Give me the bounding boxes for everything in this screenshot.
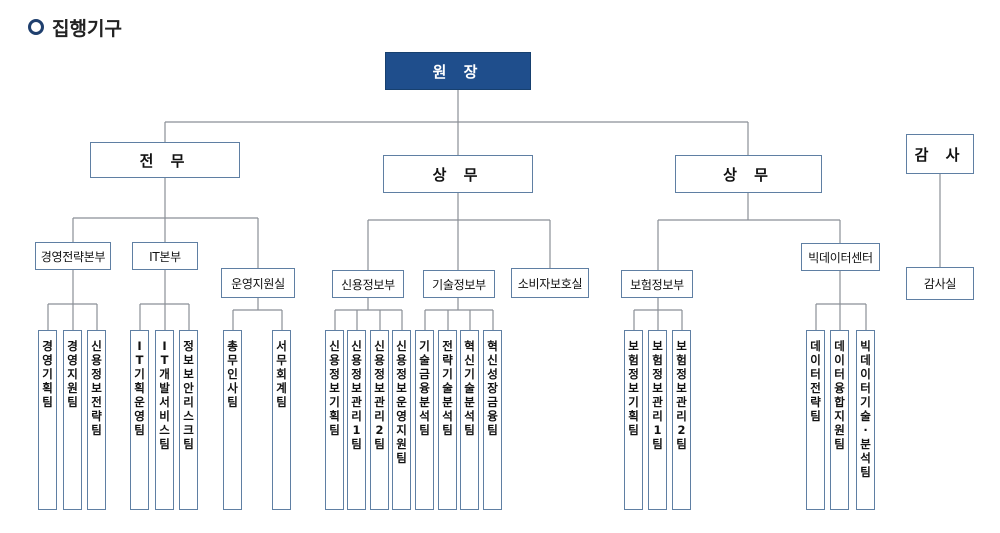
dept-operations: 운영지원실 xyxy=(221,268,295,298)
team-it-2: I T 개 발 서 비 스 팀 xyxy=(155,330,174,510)
team-tech-info-1: 기 술 금 융 분 석 팀 xyxy=(415,330,434,510)
team-operations-2: 서 무 회 계 팀 xyxy=(272,330,291,510)
dept-insurance-info: 보험정보부 xyxy=(621,270,693,298)
team-it-1: I T 기 획 운 영 팀 xyxy=(130,330,149,510)
dept-consumer-protection: 소비자보호실 xyxy=(511,268,589,298)
team-insurance-info-1: 보 험 정 보 기 획 팀 xyxy=(624,330,643,510)
circle-bullet-icon xyxy=(28,19,44,35)
team-credit-info-1: 신 용 정 보 기 획 팀 xyxy=(325,330,344,510)
team-tech-info-4: 혁 신 성 장 금 융 팀 xyxy=(483,330,502,510)
dept-it: IT본부 xyxy=(132,242,198,270)
team-bigdata-1: 데 이 터 전 략 팀 xyxy=(806,330,825,510)
team-operations-1: 총 무 인 사 팀 xyxy=(223,330,242,510)
team-strategy-1: 경 영 기 획 팀 xyxy=(38,330,57,510)
team-tech-info-3: 혁 신 기 술 분 석 팀 xyxy=(460,330,479,510)
section-title: 집행기구 xyxy=(52,17,122,40)
team-strategy-2: 경 영 지 원 팀 xyxy=(63,330,82,510)
team-credit-info-3: 신 용 정 보 관 리 2 팀 xyxy=(370,330,389,510)
team-tech-info-2: 전 략 기 술 분 석 팀 xyxy=(438,330,457,510)
team-it-3: 정 보 보 안 리 스 크 팀 xyxy=(179,330,198,510)
dept-credit-info: 신용정보부 xyxy=(332,270,404,298)
dept-bigdata: 빅데이터센터 xyxy=(801,243,880,271)
director-box: 원 장 xyxy=(385,52,531,90)
team-strategy-3: 신 용 정 보 전 략 팀 xyxy=(87,330,106,510)
team-bigdata-2: 데 이 터 융 합 지 원 팀 xyxy=(830,330,849,510)
managing-director-box-2: 상 무 xyxy=(675,155,822,193)
team-credit-info-2: 신 용 정 보 관 리 1 팀 xyxy=(347,330,366,510)
auditor-box: 감 사 xyxy=(906,134,974,174)
team-insurance-info-3: 보 험 정 보 관 리 2 팀 xyxy=(672,330,691,510)
executive-director-box: 전 무 xyxy=(90,142,240,178)
dept-strategy: 경영전략본부 xyxy=(35,242,111,270)
team-insurance-info-2: 보 험 정 보 관 리 1 팀 xyxy=(648,330,667,510)
managing-director-box-1: 상 무 xyxy=(383,155,533,193)
dept-tech-info: 기술정보부 xyxy=(423,270,495,298)
team-credit-info-4: 신 용 정 보 운 영 지 원 팀 xyxy=(392,330,411,510)
dept-audit-office: 감사실 xyxy=(906,267,974,300)
team-bigdata-3: 빅 데 이 터 기 술 · 분 석 팀 xyxy=(856,330,875,510)
section-heading: 집행기구 xyxy=(28,14,122,40)
